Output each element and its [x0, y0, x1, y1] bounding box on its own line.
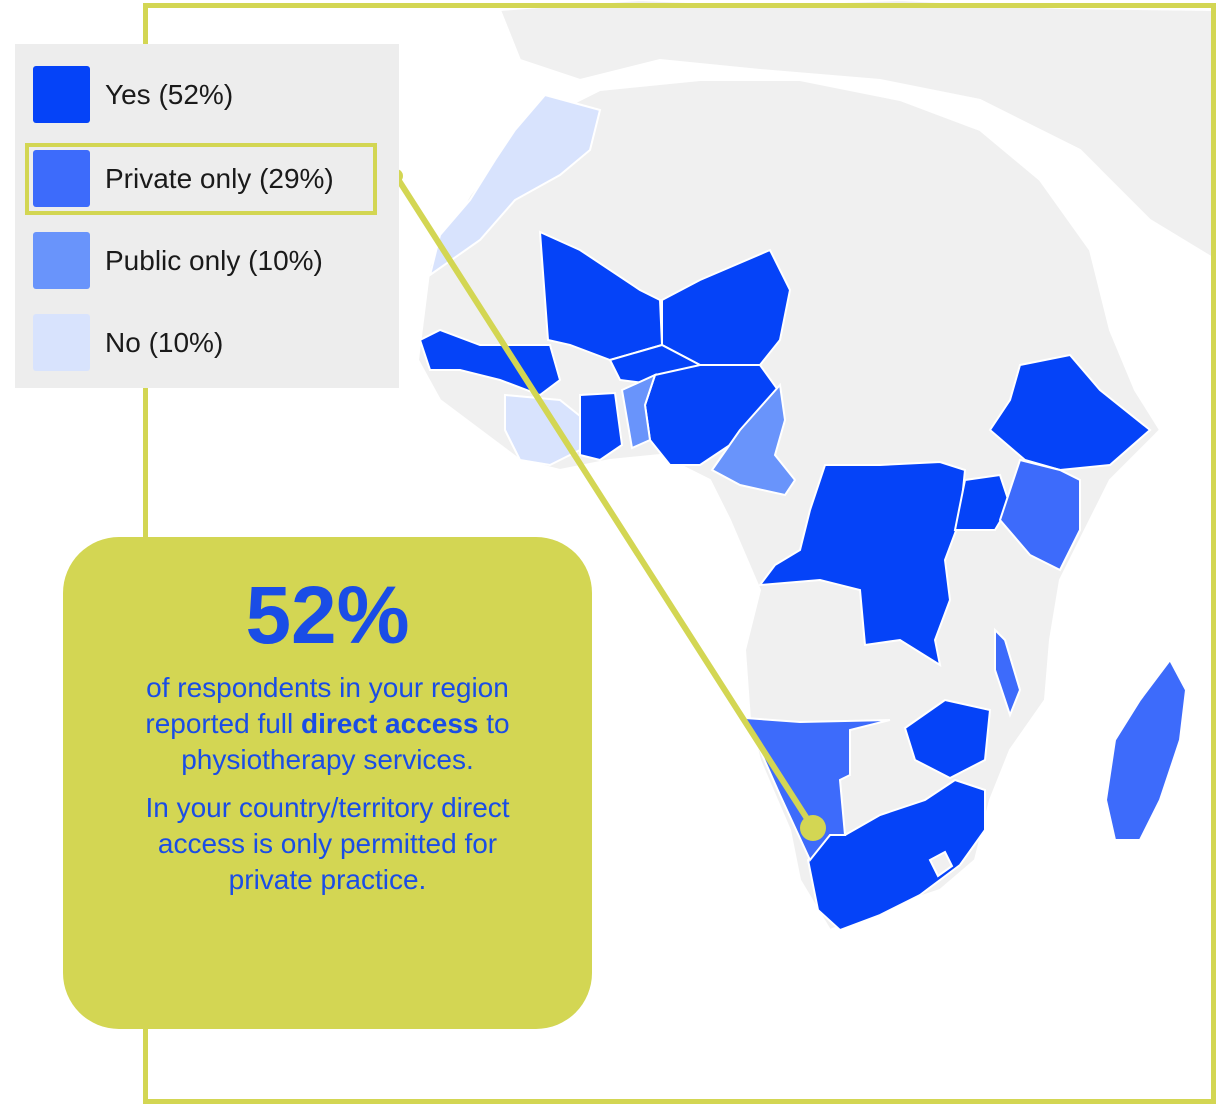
legend-swatch-public: [33, 232, 90, 289]
stat-text-1a: of respondents in your region reported f…: [145, 672, 509, 739]
stat-callout: 52% of respondents in your region report…: [63, 537, 592, 1029]
land-europe-mideast: [498, 0, 1217, 262]
stat-description: of respondents in your region reported f…: [113, 670, 542, 898]
country-lesotho: [928, 850, 954, 878]
country-morocco-westsahara: [428, 93, 602, 278]
legend-highlight: [25, 143, 377, 215]
legend-item-yes: Yes (52%): [33, 66, 393, 124]
connector-line: [393, 174, 816, 830]
legend-label-no: No (10%): [105, 327, 224, 358]
country-zimbabwe: [903, 698, 992, 780]
legend-item-no: No (10%): [33, 314, 393, 372]
legend-swatch-yes: [33, 66, 90, 123]
country-ethiopia: [988, 353, 1152, 472]
country-liberia-sierraleone: [504, 393, 587, 467]
connector-dot-country: [800, 815, 826, 841]
legend-swatch-no: [33, 314, 90, 371]
stat-figure: 52%: [245, 570, 410, 661]
country-cameroon: [710, 382, 797, 497]
country-benin-togo: [620, 373, 657, 450]
country-south-africa: [806, 778, 986, 932]
legend-swatch-private: [33, 150, 90, 207]
country-drc: [757, 460, 967, 668]
stat-text-1b: to physiotherapy services.: [181, 708, 510, 775]
country-madagascar: [1104, 658, 1188, 841]
country-namibia: [743, 716, 891, 862]
stat-text-1-bold: direct access: [301, 708, 479, 739]
stat-sentence-1: of respondents in your region reported f…: [113, 670, 542, 778]
legend-label-public: Public only (10%): [105, 245, 323, 276]
legend-label-private: Private only (29%): [105, 163, 334, 194]
legend: Yes (52%) Private only (29%) Public only…: [15, 44, 399, 388]
stat-sentence-2: In your country/territory direct access …: [145, 792, 510, 895]
country-malawi: [994, 627, 1022, 718]
legend-label-yes: Yes (52%): [105, 79, 234, 110]
country-ghana-ivorycoast: [579, 391, 624, 462]
legend-item-private: Private only (29%): [33, 150, 393, 208]
legend-item-public: Public only (10%): [33, 232, 393, 290]
country-kenya: [998, 458, 1081, 572]
